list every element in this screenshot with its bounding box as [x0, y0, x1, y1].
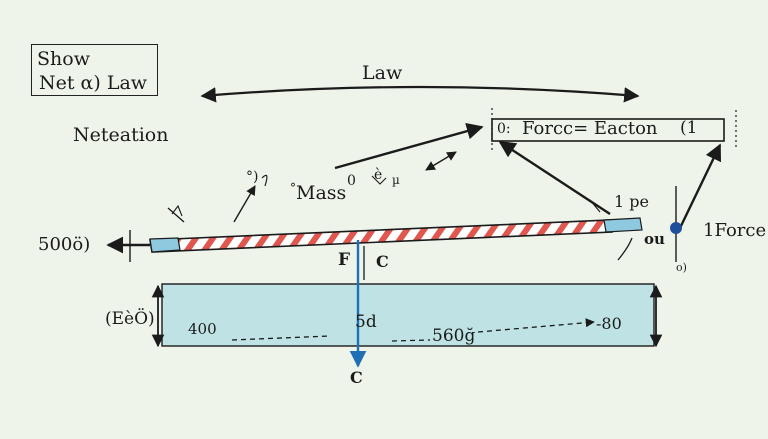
bottom-c-label: C	[350, 368, 363, 387]
title-line2: Net α) Law	[39, 72, 148, 94]
box-value-right: -80	[596, 314, 622, 333]
top-law-label: Law	[362, 62, 403, 84]
small-top-right-label: 1 pe	[614, 192, 649, 211]
beam-right-cap	[603, 217, 643, 233]
left-end-label: 500ö)	[38, 234, 91, 255]
equation-text: Forcc= Eacton	[522, 118, 658, 139]
small-mark-c: °	[290, 181, 296, 195]
small-mark-d: µ	[392, 173, 400, 187]
box-value-mid-top: 5d	[355, 312, 377, 332]
mass-superscript: 0	[347, 173, 356, 189]
mass-to-equation-arrow	[334, 122, 484, 170]
mass-label: Mass	[296, 182, 347, 204]
left-netation-label: Netеation	[73, 124, 169, 146]
title-line1: Show	[37, 48, 90, 70]
equation-to-beam-arrow	[498, 140, 611, 216]
fluid-box	[161, 283, 655, 347]
force-f-label: F	[338, 250, 351, 270]
small-mark-b: è	[374, 167, 383, 183]
small-ou-label: ou	[644, 230, 665, 248]
box-value-mid: 560ğ	[432, 326, 476, 346]
beam-left-cap	[149, 237, 181, 253]
box-value-left: 400	[188, 320, 217, 338]
law-double-arrow	[200, 85, 640, 103]
title-box	[31, 44, 158, 96]
force-c-label: C	[376, 252, 389, 271]
small-mark-a: °)	[246, 169, 259, 185]
equation-prefix: 0:	[497, 121, 511, 137]
small-o-label: o)	[676, 261, 687, 274]
right-force-label: 1Force	[703, 220, 767, 241]
striped-beam	[149, 219, 613, 253]
box-left-label: (EèÖ)	[105, 309, 155, 329]
force-to-equation-arrow	[678, 143, 722, 229]
equation-suffix: (1	[680, 118, 698, 138]
